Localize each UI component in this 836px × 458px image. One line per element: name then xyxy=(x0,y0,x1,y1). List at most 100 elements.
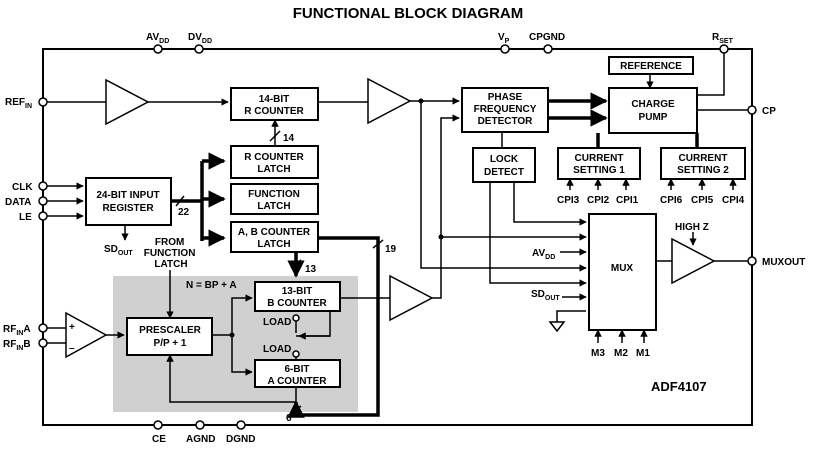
r-counter-output-buffer xyxy=(367,77,412,125)
bus-13-label: 13 xyxy=(305,264,317,275)
svg-text:LATCH: LATCH xyxy=(257,201,290,212)
pin-ce: CE xyxy=(152,420,166,445)
svg-text:R COUNTER: R COUNTER xyxy=(244,106,304,117)
from-function-latch-label: FROM FUNCTION LATCH xyxy=(144,237,198,270)
high-z-label: HIGH Z xyxy=(675,222,709,233)
bus-6-label: 6 xyxy=(286,413,292,424)
current-setting-1-block: CURRENT SETTING 1 xyxy=(557,147,641,180)
m2-label: M2 xyxy=(614,348,628,359)
svg-text:LE: LE xyxy=(19,212,32,223)
svg-text:AGND: AGND xyxy=(186,434,215,445)
pin-rfinb: RFINB xyxy=(3,338,48,352)
pin-muxout: MUXOUT xyxy=(747,256,805,268)
svg-text:PUMP: PUMP xyxy=(639,112,668,123)
svg-text:FUNCTION: FUNCTION xyxy=(248,189,300,200)
reference-block: REFERENCE xyxy=(608,56,694,75)
svg-text:LOCK: LOCK xyxy=(490,154,519,165)
ref-input-buffer xyxy=(105,78,150,126)
pin-dgnd: DGND xyxy=(226,420,255,445)
load-b-label: LOAD xyxy=(263,317,291,328)
svg-text:MUX: MUX xyxy=(611,263,634,274)
svg-text:VP: VP xyxy=(498,32,510,45)
svg-text:SETTING 1: SETTING 1 xyxy=(573,165,625,176)
svg-text:A, B COUNTER: A, B COUNTER xyxy=(238,227,311,238)
svg-text:FREQUENCY: FREQUENCY xyxy=(474,104,537,115)
pin-vp: VP xyxy=(498,32,510,54)
svg-text:SDOUT: SDOUT xyxy=(531,289,560,302)
cpi3-label: CPI3 xyxy=(557,195,580,206)
svg-text:REGISTER: REGISTER xyxy=(102,203,154,214)
b-counter-block: 13-BIT B COUNTER xyxy=(254,281,341,312)
pin-cpgnd: CPGND xyxy=(529,32,565,54)
svg-text:CE: CE xyxy=(152,434,166,445)
svg-text:REFERENCE: REFERENCE xyxy=(620,61,682,72)
cpi4-label: CPI4 xyxy=(722,195,745,206)
svg-text:13-BIT: 13-BIT xyxy=(282,286,313,297)
svg-text:PRESCALER: PRESCALER xyxy=(139,325,201,336)
rf-input-amplifier xyxy=(65,311,108,359)
svg-text:CURRENT: CURRENT xyxy=(679,153,728,164)
svg-text:RSET: RSET xyxy=(712,32,734,45)
diagram-title: FUNCTIONAL BLOCK DIAGRAM xyxy=(293,5,524,22)
cpi1-label: CPI1 xyxy=(616,195,639,206)
svg-text:A COUNTER: A COUNTER xyxy=(267,376,327,387)
svg-text:CHARGE: CHARGE xyxy=(631,99,675,110)
cpi6-label: CPI6 xyxy=(660,195,683,206)
prescaler-block: PRESCALER P/P + 1 xyxy=(126,317,213,356)
lock-detect-block: LOCK DETECT xyxy=(472,147,536,183)
svg-text:B COUNTER: B COUNTER xyxy=(267,298,327,309)
minus-sign: – xyxy=(69,343,75,354)
m1-label: M1 xyxy=(636,348,650,359)
plus-sign: + xyxy=(69,322,75,333)
cpi5-label: CPI5 xyxy=(691,195,714,206)
m3-label: M3 xyxy=(591,348,605,359)
svg-text:CP: CP xyxy=(762,106,776,117)
r-counter-block: 14-BIT R COUNTER xyxy=(230,87,319,121)
bus-22-label: 22 xyxy=(178,207,190,218)
svg-text:AVDD: AVDD xyxy=(146,32,169,45)
r-counter-latch-block: R COUNTER LATCH xyxy=(230,145,319,179)
bus-14-label: 14 xyxy=(283,133,295,144)
pin-avdd: AVDD xyxy=(146,32,169,54)
svg-text:R COUNTER: R COUNTER xyxy=(244,152,304,163)
pin-agnd: AGND xyxy=(186,420,215,445)
n-equation-label: N = BP + A xyxy=(186,280,237,291)
svg-text:PHASE: PHASE xyxy=(488,92,523,103)
ab-counter-latch-block: A, B COUNTER LATCH xyxy=(230,221,319,253)
current-setting-2-block: CURRENT SETTING 2 xyxy=(660,147,746,180)
svg-text:CURRENT: CURRENT xyxy=(575,153,624,164)
chip-outline xyxy=(42,48,753,426)
pfd-block: PHASE FREQUENCY DETECTOR xyxy=(461,87,549,133)
svg-text:14-BIT: 14-BIT xyxy=(259,94,290,105)
muxout-buffer xyxy=(671,237,716,285)
function-latch-block: FUNCTION LATCH xyxy=(230,183,319,215)
pin-dvdd: DVDD xyxy=(188,32,212,54)
pin-refin: REFIN xyxy=(5,97,48,110)
bus-19-label: 19 xyxy=(385,244,397,255)
svg-text:DGND: DGND xyxy=(226,434,255,445)
n-counter-output-buffer xyxy=(389,274,434,322)
input-register-block: 24-BIT INPUT REGISTER xyxy=(85,177,172,226)
svg-text:LATCH: LATCH xyxy=(257,239,290,250)
svg-text:6-BIT: 6-BIT xyxy=(285,364,310,375)
svg-text:DVDD: DVDD xyxy=(188,32,212,45)
mux-block: MUX xyxy=(588,213,657,331)
svg-text:REFIN: REFIN xyxy=(5,97,32,110)
svg-text:P/P + 1: P/P + 1 xyxy=(154,338,187,349)
svg-text:24-BIT INPUT: 24-BIT INPUT xyxy=(96,190,159,201)
svg-text:MUXOUT: MUXOUT xyxy=(762,257,805,268)
pin-clk: CLK xyxy=(12,181,48,193)
svg-text:DETECT: DETECT xyxy=(484,167,524,178)
a-counter-block: 6-BIT A COUNTER xyxy=(254,359,341,388)
part-number: ADF4107 xyxy=(651,379,707,394)
charge-pump-block: CHARGE PUMP xyxy=(608,87,698,134)
svg-text:CPGND: CPGND xyxy=(529,32,565,43)
svg-text:DETECTOR: DETECTOR xyxy=(478,116,534,127)
svg-text:AVDD: AVDD xyxy=(532,248,555,261)
pin-data: DATA xyxy=(5,196,48,208)
svg-text:LATCH: LATCH xyxy=(257,164,290,175)
svg-text:SDOUT: SDOUT xyxy=(104,244,133,257)
svg-text:RFINA: RFINA xyxy=(3,324,31,337)
pin-rfina: RFINA xyxy=(3,323,48,337)
